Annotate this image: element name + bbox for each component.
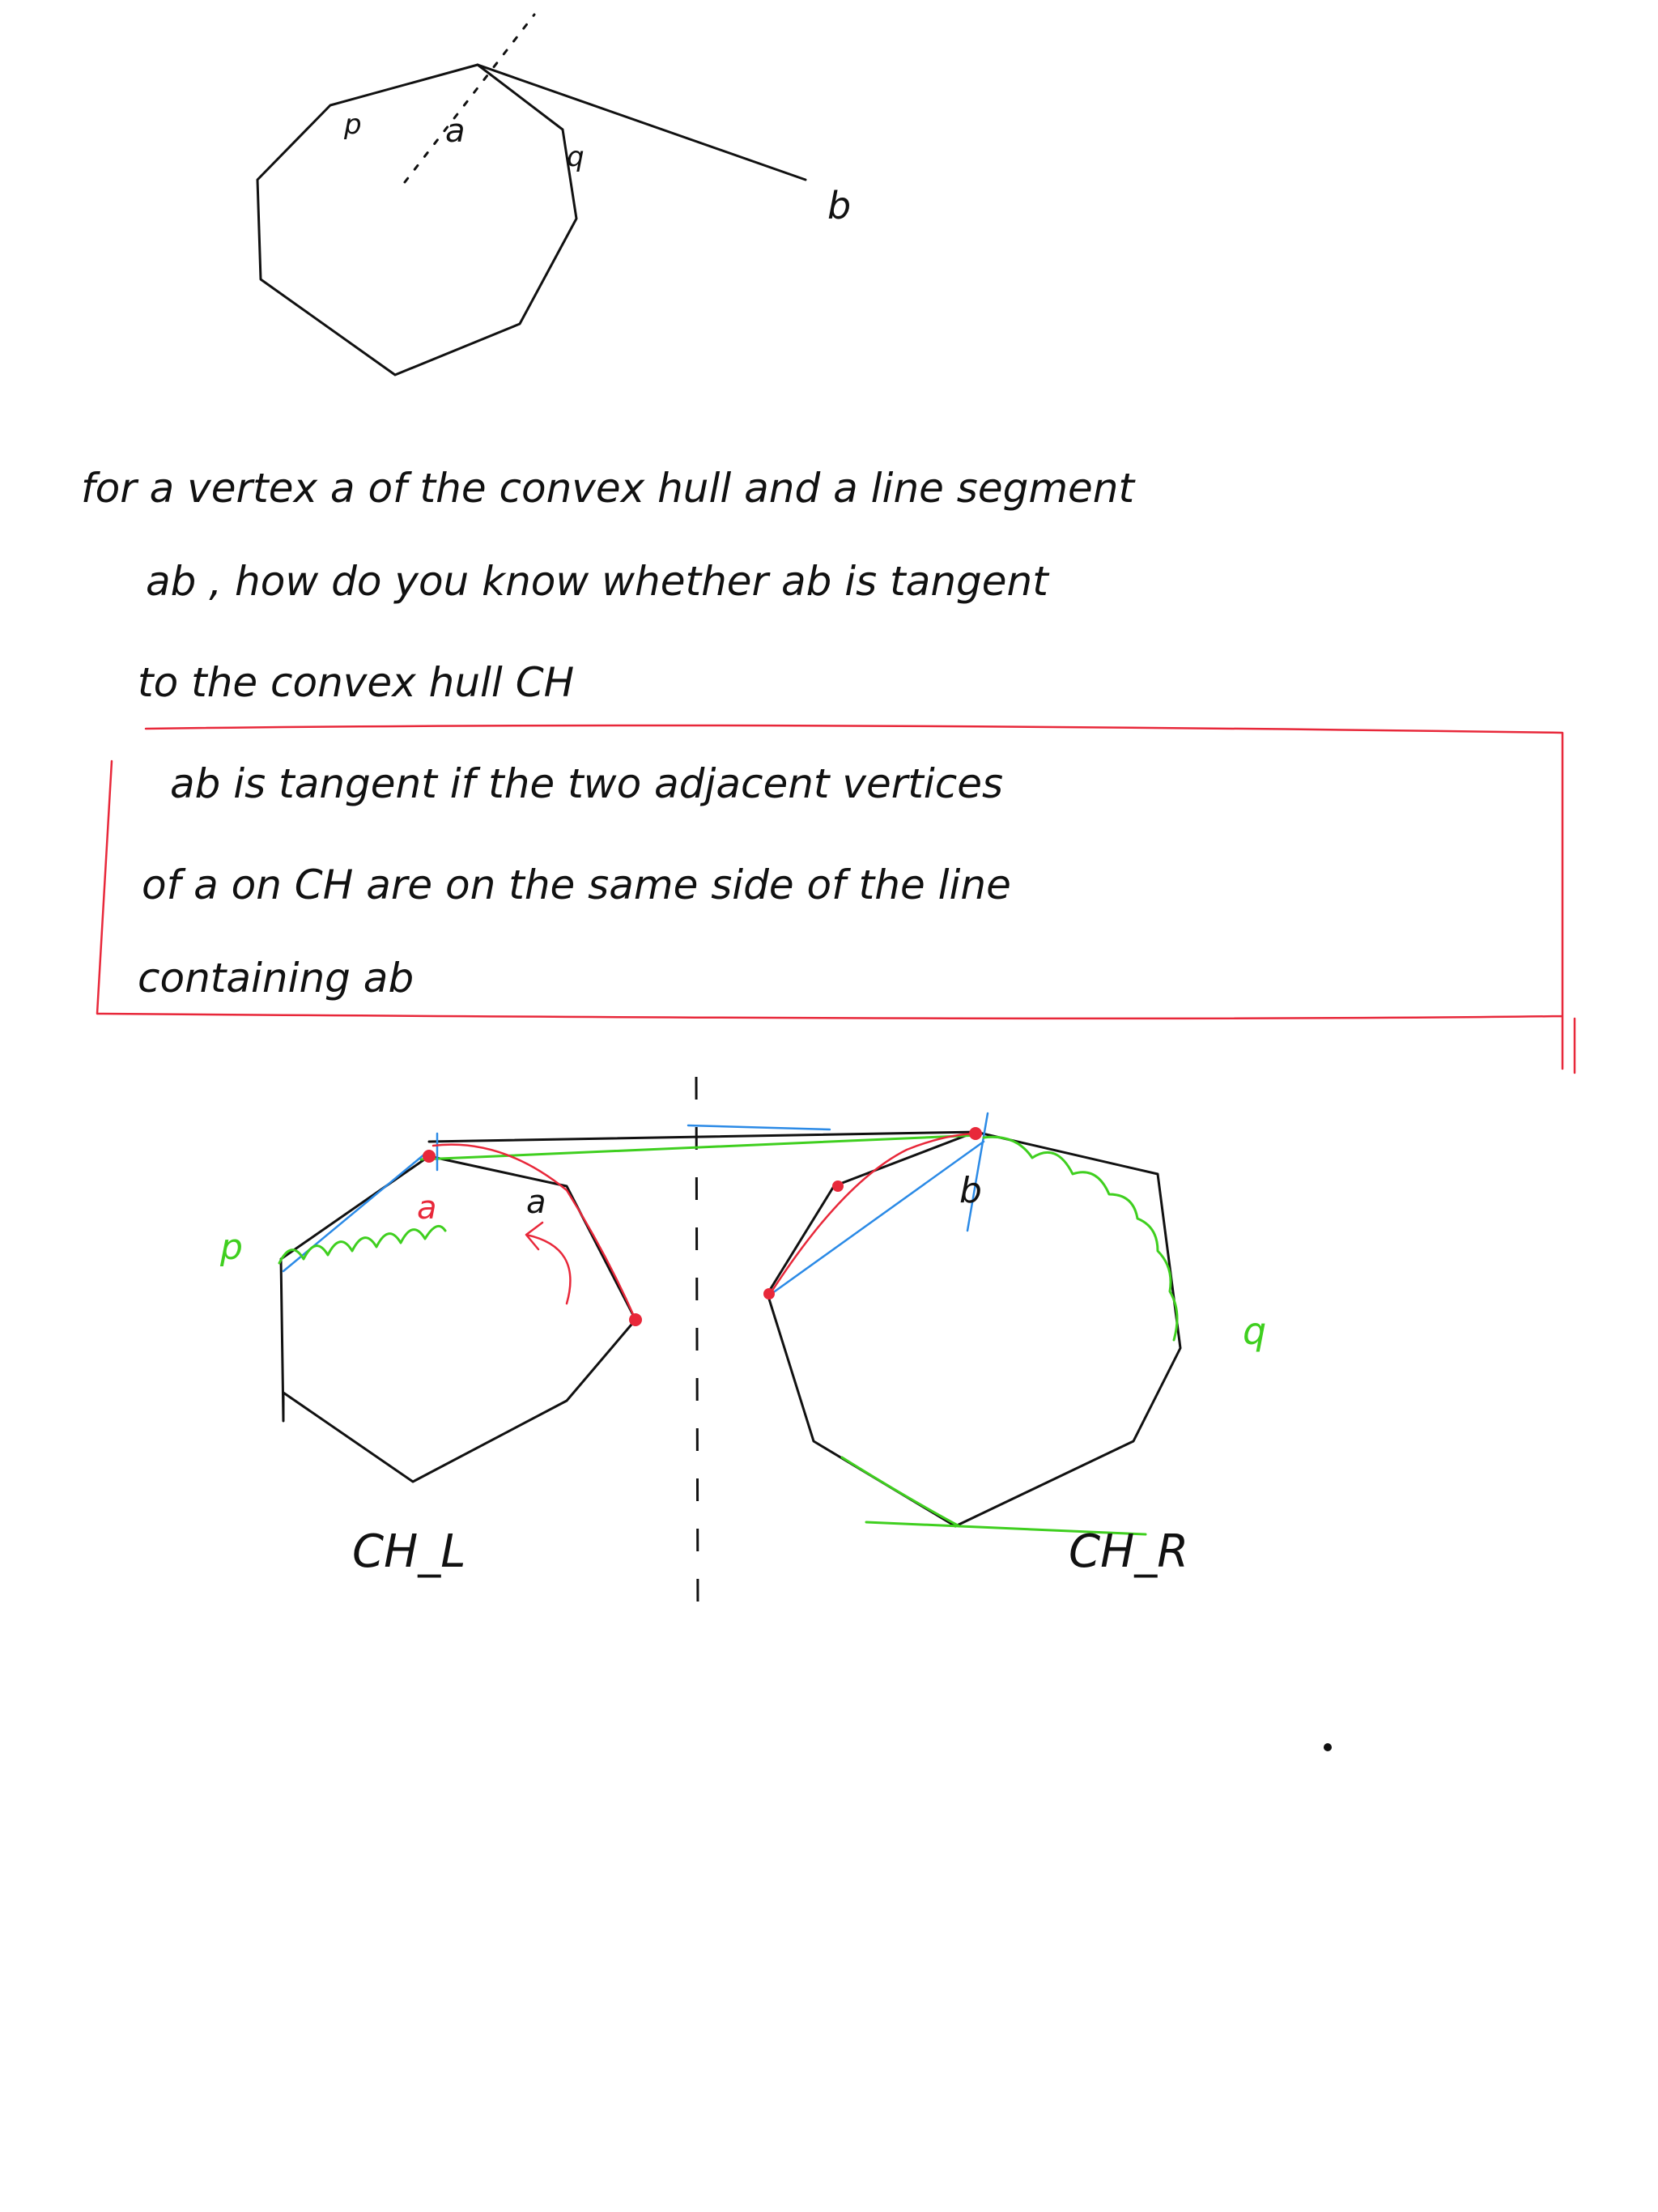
bottom-label-q: q (1243, 1309, 1266, 1353)
red-right-arc (767, 1132, 981, 1297)
blue-right-edge (767, 1140, 985, 1297)
right-hull-label: CH_R (1069, 1525, 1188, 1578)
upper-tangent-line (427, 1130, 981, 1143)
question-text: for a vertex a of the convex hull and a … (81, 465, 1136, 706)
segment-ab (476, 63, 807, 181)
left-inner-vertex-mark (629, 1313, 642, 1326)
bottom-label-p: p (219, 1227, 243, 1268)
answer-box-outline (96, 724, 1576, 1074)
answer-line-2: of a on CH are on the same side of the l… (142, 861, 1011, 908)
blue-left-edge (282, 1152, 427, 1273)
tangent-dashed-line (403, 13, 536, 184)
divider-dashed-line (695, 1076, 699, 1620)
stray-dot (1324, 1743, 1332, 1751)
top-label-a: a (445, 113, 466, 150)
answer-highlight-box: ab is tangent if the two adjacent vertic… (96, 724, 1576, 1074)
left-hull-outline (279, 1155, 637, 1483)
right-b-vertex-mark (969, 1127, 982, 1140)
upper-tangent-green (419, 1134, 981, 1161)
left-green-squiggle (278, 1224, 447, 1265)
red-left-arc (432, 1143, 637, 1321)
green-bottom-line (865, 1521, 1147, 1536)
bottom-merge-figure: p a a b q CH_L CH_R (219, 1076, 1266, 1620)
question-line-1: for a vertex a of the convex hull and a … (81, 465, 1136, 512)
top-convex-hull-figure: p a q b (256, 13, 851, 376)
right-green-bottom-edge (840, 1456, 961, 1528)
right-lower-vertex-mark (763, 1288, 775, 1300)
top-label-p: p (343, 108, 362, 141)
right-green-squiggle (982, 1135, 1179, 1342)
bottom-label-b: b (959, 1170, 982, 1211)
red-curved-arrow (525, 1221, 572, 1305)
left-hull-label: CH_L (352, 1525, 466, 1578)
left-a-vertex-mark (423, 1150, 436, 1163)
top-hull-outline (256, 63, 578, 376)
right-inner-vertex-mark (832, 1180, 844, 1192)
question-line-2: ab , how do you know whether ab is tange… (146, 558, 1050, 605)
bottom-label-a-black: a (526, 1184, 546, 1221)
top-label-q: q (567, 141, 585, 173)
blue-right-vertical (966, 1112, 989, 1232)
bottom-label-a-red: a (417, 1189, 437, 1227)
top-label-b: b (827, 184, 851, 228)
question-line-3: to the convex hull CH (138, 659, 574, 706)
blue-top-dash (687, 1124, 831, 1131)
answer-line-3: containing ab (138, 955, 414, 1002)
answer-line-1: ab is tangent if the two adjacent vertic… (170, 760, 1003, 807)
